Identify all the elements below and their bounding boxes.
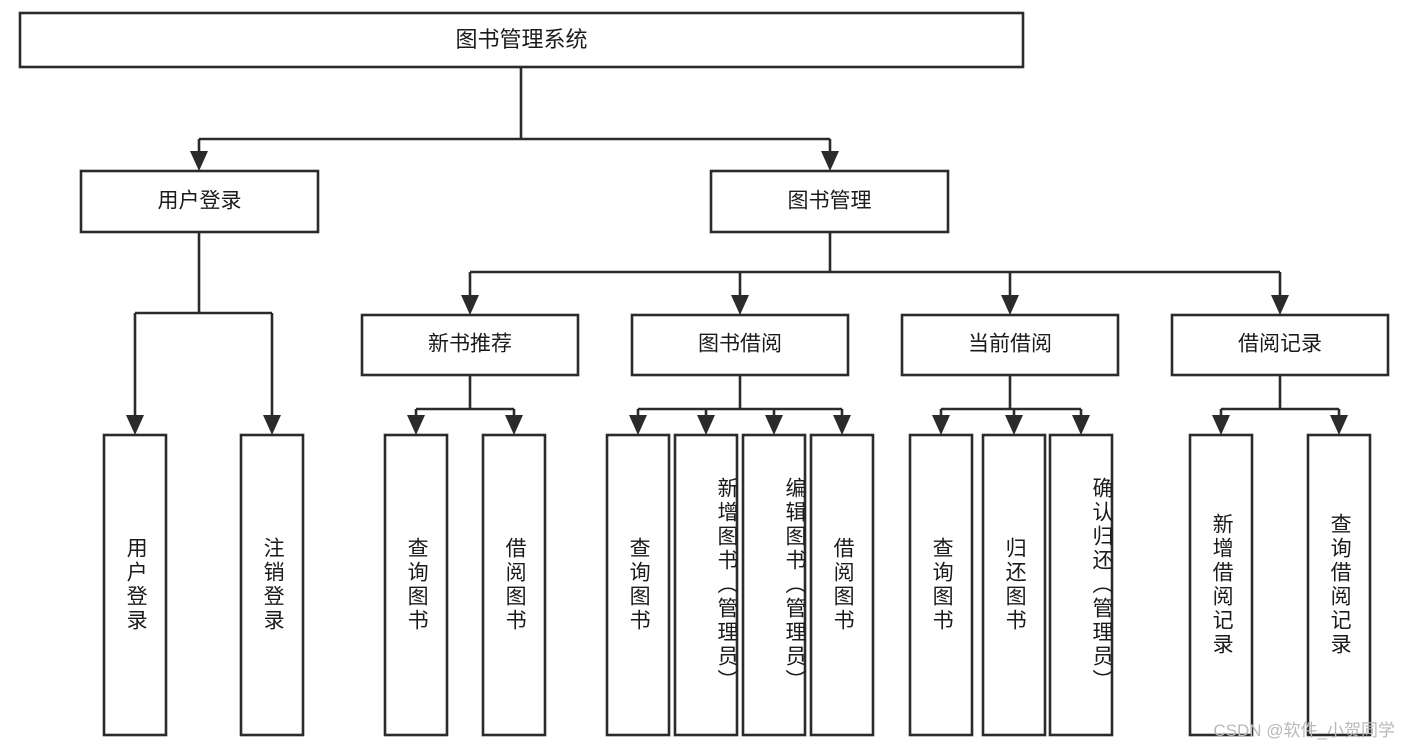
node-root[interactable]: 图书管理系统: [18, 11, 1025, 69]
arrowhead-user-login: [190, 151, 208, 171]
arrowhead-leaf-rec-borrow: [505, 415, 523, 435]
arrowhead-book-manage: [821, 151, 839, 171]
node-root-box[interactable]: [18, 11, 1025, 69]
arrowhead-leaf-borrow-do: [833, 415, 851, 435]
node-leaf-rec-add-box[interactable]: [1188, 433, 1254, 737]
node-leaf-rec-query-box[interactable]: [383, 433, 449, 737]
node-current-borrow-label: 当前借阅: [968, 333, 1052, 356]
node-new-book-rec-box[interactable]: [360, 313, 580, 377]
node-leaf-rec-query2-box[interactable]: [1306, 433, 1372, 737]
node-book-manage-box[interactable]: [709, 169, 950, 234]
node-book-borrow[interactable]: 图书借阅: [630, 313, 850, 377]
node-leaf-borrow-query-box[interactable]: [605, 433, 671, 737]
node-borrow-record[interactable]: 借阅记录: [1170, 313, 1390, 377]
node-new-book-rec-label: 新书推荐: [428, 333, 512, 356]
node-root-label: 图书管理系统: [455, 27, 587, 52]
csdn-watermark: CSDN @软件_小贺同学: [1213, 721, 1395, 740]
arrowhead-leaf-user-login: [126, 415, 144, 435]
node-borrow-record-box[interactable]: [1170, 313, 1390, 377]
arrowhead-leaf-rec-add: [1212, 415, 1230, 435]
node-leaf-cur-confirm-box[interactable]: [1048, 433, 1114, 737]
node-user-login-box[interactable]: [79, 169, 320, 234]
node-new-book-rec[interactable]: 新书推荐: [360, 313, 580, 377]
node-layer: 图书管理系统 用户登录 图书管理 新书推荐 图书借阅 当前: [18, 11, 1390, 737]
node-leaf-borrow-add-box[interactable]: [673, 433, 739, 737]
node-current-borrow-box[interactable]: [900, 313, 1120, 377]
node-user-login-label: 用户登录: [158, 190, 242, 213]
arrowhead-leaf-rec-query: [407, 415, 425, 435]
node-leaf-user-login-box[interactable]: [102, 433, 168, 737]
arrowhead-leaf-borrow-edit: [765, 415, 783, 435]
connector-layer: [126, 67, 1348, 435]
arrowhead-book-borrow: [731, 295, 749, 315]
node-current-borrow[interactable]: 当前借阅: [900, 313, 1120, 377]
node-leaf-rec-borrow-box[interactable]: [481, 433, 547, 737]
node-book-borrow-label: 图书借阅: [698, 333, 782, 356]
node-user-login[interactable]: 用户登录: [79, 169, 320, 234]
node-leaf-user-logout-box[interactable]: [239, 433, 305, 737]
arrowhead-new-book-rec: [461, 295, 479, 315]
arrowhead-leaf-cur-return: [1005, 415, 1023, 435]
arrowhead-leaf-borrow-add: [697, 415, 715, 435]
arrowhead-current-borrow: [1001, 295, 1019, 315]
node-leaf-cur-return-box[interactable]: [981, 433, 1047, 737]
node-leaf-borrow-do-box[interactable]: [809, 433, 875, 737]
node-book-borrow-box[interactable]: [630, 313, 850, 377]
arrowhead-leaf-cur-query: [932, 415, 950, 435]
node-book-manage-label: 图书管理: [788, 190, 872, 213]
node-borrow-record-label: 借阅记录: [1238, 333, 1322, 356]
arrowhead-leaf-cur-confirm: [1072, 415, 1090, 435]
arrowhead-borrow-record: [1271, 295, 1289, 315]
node-book-manage[interactable]: 图书管理: [709, 169, 950, 234]
arrowhead-leaf-borrow-query: [629, 415, 647, 435]
arrowhead-leaf-rec-query2: [1330, 415, 1348, 435]
node-leaf-cur-query-box[interactable]: [908, 433, 974, 737]
arrowhead-leaf-user-logout: [263, 415, 281, 435]
node-leaf-borrow-edit-box[interactable]: [741, 433, 807, 737]
